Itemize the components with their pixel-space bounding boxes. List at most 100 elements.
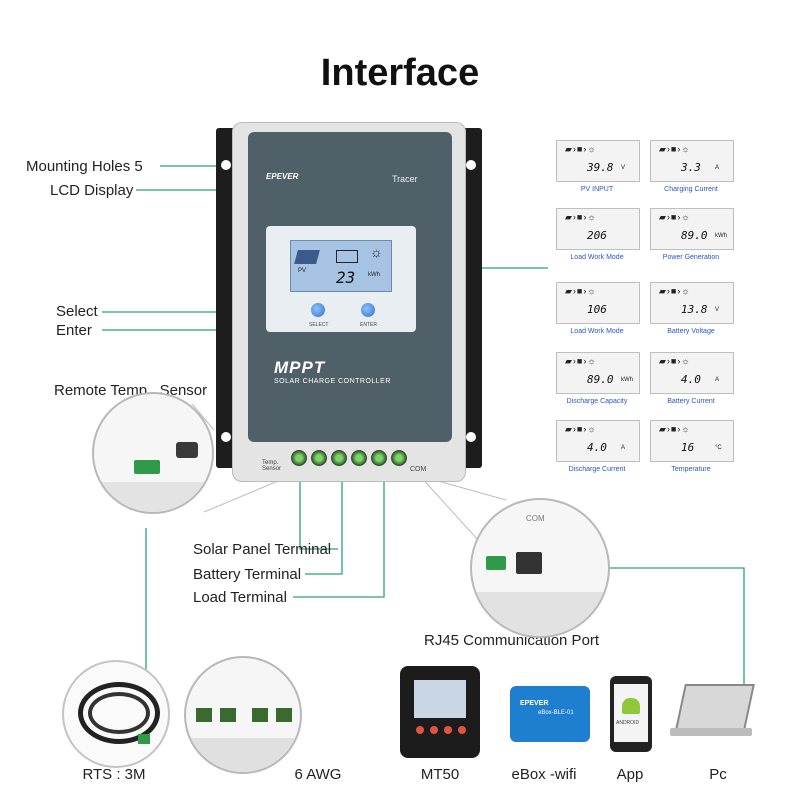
vent-strip	[94, 482, 212, 512]
battery-terminal-positive	[331, 450, 347, 466]
temp-sensor-port-label: Temp. Sensor	[262, 460, 282, 472]
lcd-thumbnail-icons: ▰›■›☼	[565, 286, 597, 296]
lcd-thumbnail: ▰›■›☼ 106	[556, 282, 640, 324]
zoom-line-com-1	[419, 475, 479, 541]
lcd-thumbnail-value: 4.0	[681, 373, 701, 386]
lcd-thumbnail-value: 106	[587, 303, 607, 316]
select-button[interactable]	[311, 303, 325, 317]
rts-caption: RTS : 3M	[82, 766, 146, 783]
load-terminal-label: Load Terminal	[193, 589, 287, 606]
lcd-thumbnail-caption: Discharge Current	[568, 466, 626, 473]
battery-terminal-label: Battery Terminal	[193, 566, 302, 583]
app-caption: App	[616, 766, 644, 783]
lcd-thumbnail-icons: ▰›■›☼	[659, 144, 691, 154]
lcd-thumbnail-value: 16	[681, 441, 695, 454]
temp-sensor-connector	[134, 460, 160, 474]
lcd-thumbnail-caption: PV INPUT	[580, 186, 614, 193]
vent-strip	[472, 592, 608, 636]
terminal-hole	[252, 708, 268, 722]
phone-device: ANDROID	[610, 676, 652, 752]
lcd-display	[290, 240, 392, 292]
com-port-label: COM	[410, 466, 427, 473]
lcd-thumbnail-value: 206	[587, 229, 607, 242]
lcd-value: 23	[336, 268, 356, 287]
lcd-thumbnail-unit: kWh	[621, 377, 633, 383]
zoom-line-temp-1	[191, 403, 215, 431]
mounting-holes-label: Mounting Holes 5	[26, 158, 143, 175]
lcd-thumbnail-value: 3.3	[681, 161, 701, 174]
ebox-device: EPEVER eBox-BLE-01	[510, 686, 590, 742]
ebox-model: eBox-BLE-01	[538, 710, 574, 716]
terminal-hole	[196, 708, 212, 722]
awg-caption: 6 AWG	[294, 766, 342, 783]
lcd-thumbnail-icons: ▰›■›☼	[565, 212, 597, 222]
lcd-thumbnail-unit: V	[715, 307, 720, 313]
lcd-thumbnail-value: 4.0	[587, 441, 607, 454]
lcd-thumbnail: ▰›■›☼ 4.0 A	[650, 352, 734, 394]
mt50-screen	[414, 680, 466, 718]
mt50-button	[458, 726, 466, 734]
mt50-button	[430, 726, 438, 734]
android-icon	[622, 698, 640, 714]
green-indicator	[486, 556, 506, 570]
mounting-hole	[221, 432, 231, 442]
lcd-thumbnail-icons: ▰›■›☼	[659, 424, 691, 434]
lcd-thumbnail-icons: ▰›■›☼	[659, 286, 691, 296]
select-button-caption: SELECT	[309, 322, 329, 328]
lcd-thumbnail-caption: Charging Current	[664, 186, 718, 193]
bulb-icon: ☼	[370, 244, 383, 260]
com-zoom-label: COM	[526, 514, 545, 523]
lcd-thumbnail-caption: Battery Current	[667, 398, 715, 405]
mounting-hole	[466, 432, 476, 442]
com-port-zoom-circle: COM	[470, 498, 610, 638]
solar-terminal-negative	[311, 450, 327, 466]
enter-button-caption: ENTER	[360, 322, 377, 328]
lcd-pv-label: PV	[298, 268, 307, 274]
terminal-hole	[220, 708, 236, 722]
lcd-thumbnail-unit: A	[621, 445, 626, 451]
model-name: Tracer	[392, 174, 418, 184]
lcd-thumbnail-caption: Battery Voltage	[667, 328, 715, 335]
enter-button[interactable]	[361, 303, 375, 317]
mounting-hole	[466, 160, 476, 170]
ebox-caption: eBox -wifi	[511, 766, 577, 783]
lcd-thumbnail-icons: ▰›■›☼	[565, 424, 597, 434]
brand-logo: EPEVER	[266, 172, 299, 181]
mppt-label: MPPT	[274, 358, 326, 377]
page-title: Interface	[320, 52, 480, 94]
laptop-base	[670, 728, 752, 736]
pc-caption: Pc	[709, 766, 727, 783]
lcd-thumbnail-icons: ▰›■›☼	[565, 356, 597, 366]
lcd-thumbnail-unit: °C	[715, 445, 722, 451]
lcd-thumbnail-unit: A	[715, 165, 720, 171]
lcd-display-label: LCD Display	[50, 182, 134, 199]
enter-label: Enter	[56, 322, 92, 339]
solar-panel-terminal-label: Solar Panel Terminal	[193, 541, 332, 558]
lcd-thumbnail-unit: kWh	[715, 233, 727, 239]
lcd-thumbnail-caption: Power Generation	[662, 254, 720, 261]
rts-cable-image	[62, 660, 170, 768]
laptop-screen	[675, 684, 755, 730]
lcd-thumbnail-unit: V	[621, 165, 626, 171]
mt50-button	[416, 726, 424, 734]
ebox-brand: EPEVER	[520, 700, 549, 707]
load-terminal-positive	[371, 450, 387, 466]
select-label: Select	[56, 303, 98, 320]
mounting-hole	[221, 160, 231, 170]
terminal-hole	[276, 708, 292, 722]
battery-icon	[336, 250, 358, 263]
lcd-thumbnail-value: 13.8	[681, 303, 708, 316]
cable-coil	[78, 682, 160, 744]
lcd-thumbnail-icons: ▰›■›☼	[659, 356, 691, 366]
lcd-thumbnail-value: 89.0	[681, 229, 708, 242]
mt50-device	[400, 666, 480, 758]
lcd-thumbnail: ▰›■›☼ 206	[556, 208, 640, 250]
recess	[176, 442, 198, 458]
lcd-thumbnail-unit: A	[715, 377, 720, 383]
rj45-port	[516, 552, 542, 574]
vent-strip	[186, 738, 300, 772]
line-battery	[305, 466, 343, 575]
